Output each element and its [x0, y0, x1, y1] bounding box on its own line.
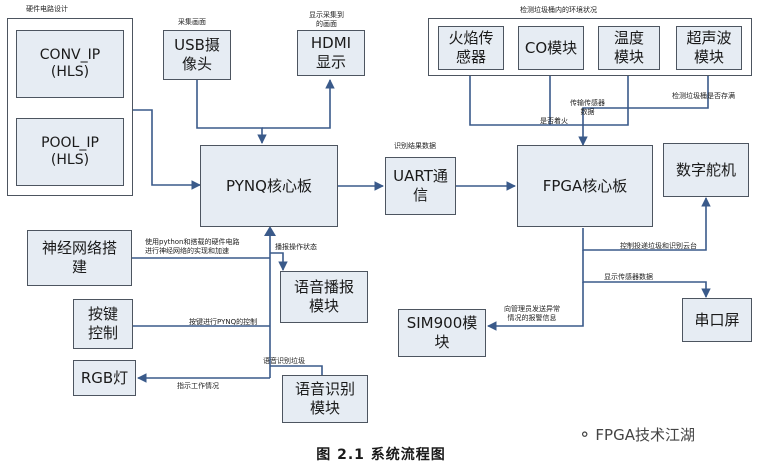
alarm-label: 向管理员发送异常情况的报警信息: [504, 305, 560, 322]
temperature-module-box: 温度模块: [598, 26, 660, 70]
line-fpga-screen: [582, 250, 711, 298]
ultrasonic-module-box: 超声波模块: [676, 26, 742, 70]
fire-sensor-box: 火焰传感器: [438, 26, 504, 70]
capture-label: 采集画面: [178, 18, 206, 26]
servo-box: 数字舵机: [663, 143, 749, 197]
wechat-icon: ⚬: [578, 425, 592, 444]
watermark-text: FPGA技术江湖: [595, 426, 695, 444]
conv-ip-box: CONV_IP(HLS): [16, 30, 124, 98]
line-announce: [270, 252, 288, 271]
voice-recog-label: 语音识别垃圾: [263, 357, 305, 365]
fpga-board-box: FPGA核心板: [517, 145, 653, 227]
indicate-label: 指示工作情况: [177, 382, 219, 390]
display-label: 显示采集到的画面: [309, 11, 344, 28]
line-hw-pynq: [132, 109, 201, 190]
serial-screen-box: 串口屏: [682, 298, 752, 342]
keys-label: 按键进行PYNQ的控制: [189, 318, 258, 326]
rgb-led-box: RGB灯: [73, 360, 136, 396]
recognition-data-label: 识别结果数据: [394, 142, 436, 150]
voice-announce-box: 语音播报模块: [280, 271, 368, 323]
fire-label: 是否着火: [540, 117, 568, 125]
voice-recog-box: 语音识别模块: [282, 375, 368, 423]
pool-ip-box: POOL_IP(HLS): [16, 118, 124, 186]
figure-caption: 图 2.1 系统流程图: [316, 447, 446, 463]
nn-label: 使用python和搭载的硬件电路进行神经网络的实现和加速: [145, 238, 240, 255]
line-recog: [270, 365, 323, 375]
usb-camera-box: USB摄像头: [163, 30, 231, 80]
play-status-label: 播报操作状态: [275, 243, 317, 251]
line-fpga-servo: [582, 197, 711, 251]
hardware-group-label: 硬件电路设计: [26, 5, 68, 13]
line-fpga-sim: [487, 282, 584, 331]
line-fire: [469, 72, 583, 126]
line-pynq-hdmi: [262, 79, 335, 129]
show-sensor-label: 显示传感器数据: [604, 273, 653, 281]
line-usb-pynq: [196, 80, 267, 144]
line-ultrasonic: [578, 72, 709, 146]
key-control-box: 按键控制: [73, 299, 133, 349]
co-module-box: CO模块: [518, 26, 584, 70]
pynq-board-box: PYNQ核心板: [200, 145, 338, 227]
sim900-box: SIM900模块: [398, 309, 486, 357]
uart-box: UART通信: [385, 157, 456, 215]
transmit-label: 传输传感器数据: [570, 99, 605, 116]
nn-build-box: 神经网络搭建: [27, 230, 132, 286]
full-label: 检测垃圾桶是否存满: [672, 92, 735, 100]
control-label: 控制投递垃圾和识别云台: [620, 242, 697, 250]
env-group-label: 检测垃圾桶内的环境状况: [520, 6, 597, 14]
watermark: ⚬ FPGA技术江湖: [578, 424, 695, 445]
line-temp: [583, 72, 629, 126]
